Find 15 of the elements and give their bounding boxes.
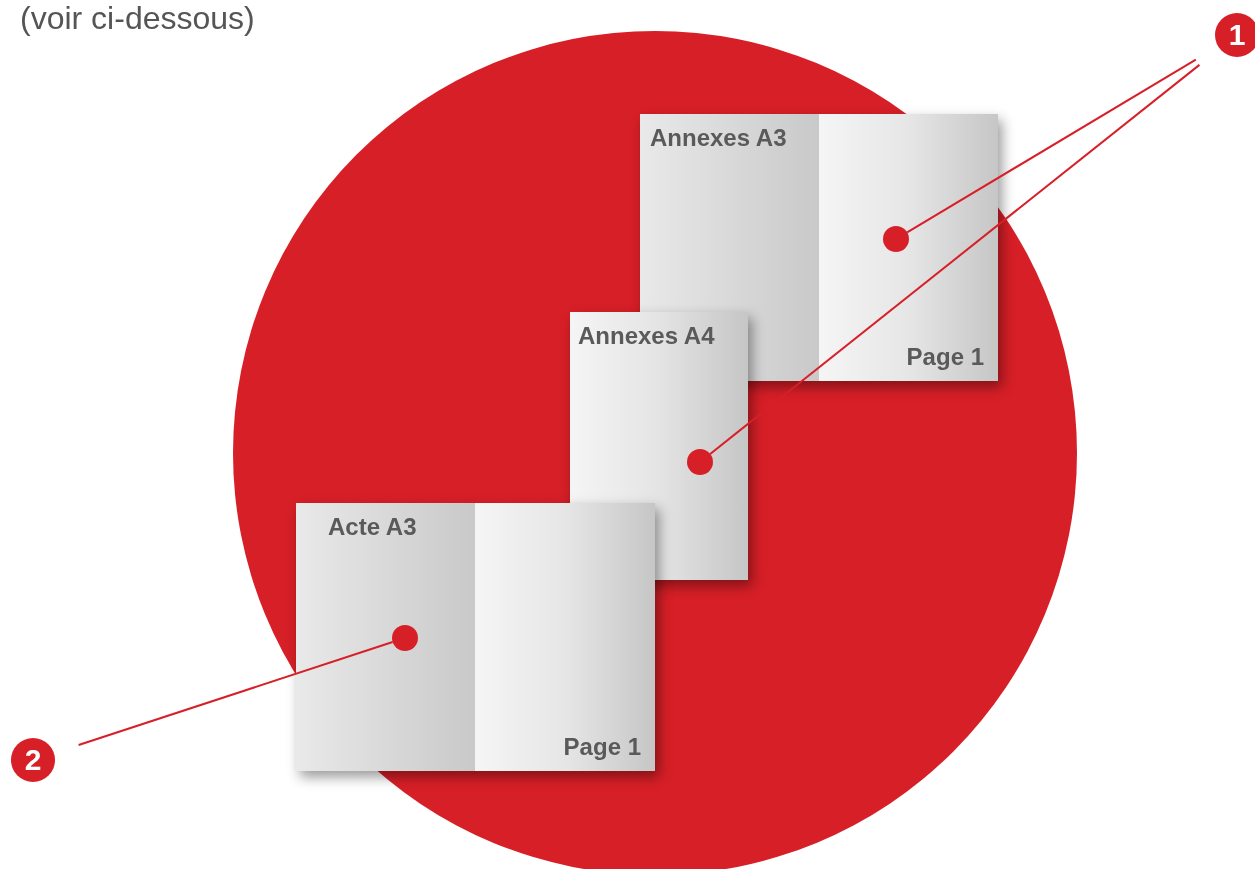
- page-label: Page 1: [563, 733, 641, 761]
- leader-line: [709, 63, 1201, 455]
- page-label: Page 1: [906, 343, 984, 371]
- callout-number: 1: [1215, 13, 1255, 57]
- sheet-title: Acte A3: [328, 513, 417, 541]
- dot-marker: [687, 449, 713, 475]
- note-text: (voir ci-dessous): [20, 0, 255, 37]
- open-folded-sheet: [296, 503, 655, 771]
- leader-line: [906, 58, 1197, 234]
- dot-marker: [392, 625, 418, 651]
- callout-number: 2: [11, 738, 55, 782]
- dot-marker: [883, 226, 909, 252]
- leader-line: [77, 641, 394, 747]
- sheet-title: Annexes A3: [650, 124, 787, 152]
- sheet-title: Annexes A4: [578, 322, 715, 350]
